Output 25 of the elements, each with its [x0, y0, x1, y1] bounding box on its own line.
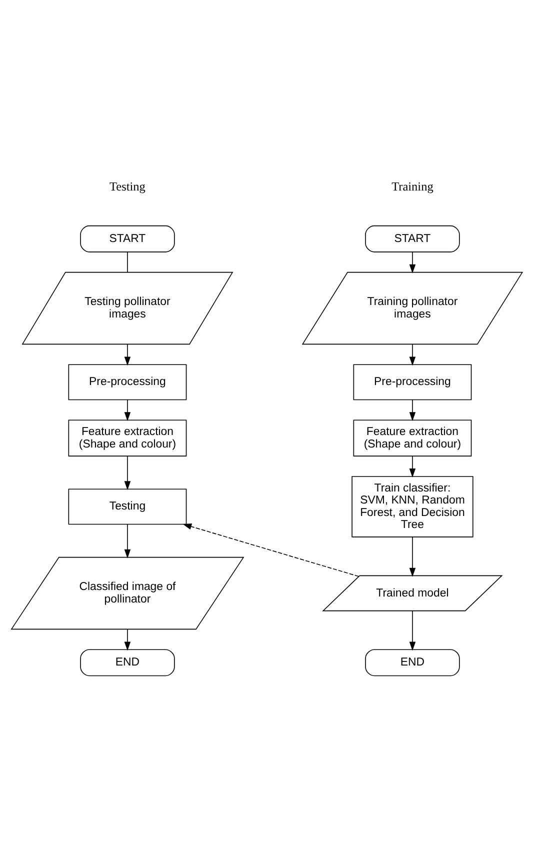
arrow — [409, 399, 416, 422]
node-box: END — [365, 649, 460, 676]
arrow — [124, 629, 131, 651]
node-box: Train classifier: SVM, KNN, Random Forest, and Decision Tree — [352, 476, 474, 538]
arrow — [124, 399, 131, 422]
label: Testing — [110, 180, 146, 194]
node-box: START — [365, 225, 460, 252]
arrow — [409, 456, 416, 478]
node-box: Pre-processing — [353, 364, 472, 400]
node-box: END — [80, 649, 175, 676]
arrow — [409, 610, 416, 651]
node-box: Feature extraction (Shape and colour) — [353, 420, 472, 456]
arrow — [124, 456, 131, 490]
node-box: Pre-processing — [68, 364, 187, 400]
arrow — [409, 536, 416, 577]
node-box: START — [80, 225, 175, 252]
arrow — [409, 252, 416, 274]
connector — [127, 252, 128, 273]
arrow — [182, 524, 360, 577]
arrow — [124, 344, 131, 366]
arrow — [409, 344, 416, 366]
node-box: Testing — [68, 488, 187, 525]
label: Training — [392, 180, 434, 194]
node-box: Feature extraction (Shape and colour) — [68, 420, 187, 456]
arrow — [124, 524, 131, 558]
